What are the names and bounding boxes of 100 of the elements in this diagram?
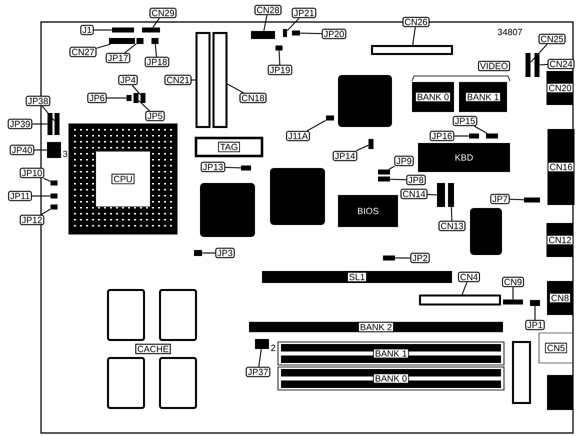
jumper-block (378, 170, 390, 174)
jumper-block (48, 113, 52, 135)
callout-label: CN14 (400, 188, 428, 200)
jumper-block (448, 183, 454, 207)
callout-label: JP21 (292, 8, 316, 18)
callout-label: JP10 (20, 168, 44, 178)
jumper-block (486, 134, 498, 138)
callout-label: JP2 (410, 252, 430, 264)
callout-label: CN21 (164, 74, 192, 86)
port-connector: CN16 (547, 129, 575, 205)
leader-line (202, 252, 216, 254)
jumper-block (134, 93, 138, 103)
leader-line (154, 44, 157, 58)
callout-label: CN26 (402, 16, 430, 28)
callout-label: J11A (286, 130, 310, 142)
jumper-block (152, 38, 158, 44)
leader-line (132, 84, 141, 96)
leader-line (356, 144, 369, 152)
callout-label: JP13 (200, 162, 226, 172)
port-connector: CN20 (546, 71, 574, 105)
jumper-block (50, 204, 58, 210)
leader-line (152, 18, 160, 28)
callout-label: CN28 (254, 4, 282, 16)
jumper-block (292, 30, 300, 36)
jumper-block (112, 28, 134, 32)
callout-label: JP37 (246, 366, 270, 378)
leader-line (263, 14, 268, 32)
leader-line (300, 32, 322, 34)
leader-line (40, 208, 51, 216)
callout-label: CN24 (548, 58, 574, 70)
jumper-block (142, 28, 160, 32)
leader-line (539, 64, 548, 66)
jumper-block (50, 180, 58, 186)
jumper-block (194, 250, 202, 256)
leader-line (278, 50, 280, 66)
callout-label: CN9 (502, 276, 524, 288)
port-connector: CN5 (538, 332, 574, 364)
jumper-block (530, 300, 540, 306)
leader-line (286, 18, 300, 32)
chip: BIOS (338, 195, 398, 227)
jumper-block (126, 95, 132, 101)
chip: TAG (194, 136, 264, 158)
leader-line (427, 194, 438, 196)
jumper-block (255, 339, 269, 349)
edge-connector (512, 341, 531, 404)
jumper-block (140, 93, 146, 103)
leader-line (530, 44, 548, 63)
memory-module-slots: BANK 1 (278, 342, 504, 366)
leader-line (388, 166, 396, 170)
jumper-block (383, 256, 395, 260)
callout-label: JP38 (26, 96, 50, 106)
leader-line (462, 282, 468, 295)
jumper-block (326, 116, 334, 120)
expansion-slot: BANK 2 (249, 322, 503, 332)
leader-line (258, 348, 262, 368)
leader-line (138, 100, 150, 112)
callout-label: JP20 (322, 28, 346, 40)
leader-line (124, 43, 137, 54)
callout-label: JP12 (20, 214, 44, 226)
jumper-block (47, 142, 61, 158)
callout-label: J1 (80, 24, 94, 36)
callout-label: CN29 (150, 8, 176, 18)
leader-line (412, 26, 416, 46)
leader-line (227, 84, 244, 94)
leader-line (509, 198, 524, 200)
pin-header (196, 32, 210, 128)
jumper-block (276, 46, 282, 50)
callout-label: CN13 (438, 220, 466, 232)
pin-header (419, 294, 501, 306)
port-connector: CN12 (546, 223, 574, 257)
chip: KBD (418, 143, 510, 172)
jumper-block (524, 198, 540, 202)
callout-label: CN27 (70, 46, 96, 58)
callout-label: JP1 (525, 320, 545, 330)
leader-line (450, 206, 452, 222)
jumper-block (503, 300, 523, 304)
callout-label: JP6 (87, 92, 107, 104)
jumper-block (534, 53, 540, 77)
port-connector: CN8 (547, 281, 573, 315)
jumper-block (251, 31, 275, 39)
callout-label: JP18 (144, 56, 170, 68)
jumper-block (54, 113, 60, 135)
callout-label: JP14 (332, 150, 358, 162)
section-label: CACHE (135, 344, 171, 354)
leader-line (390, 178, 407, 180)
callout-label: JP9 (394, 156, 414, 166)
callout-label: CN25 (538, 34, 566, 44)
callout-label: CN18 (240, 92, 266, 104)
callout-label: JP17 (106, 52, 130, 64)
jumper-block (437, 183, 445, 207)
callout-label: JP7 (490, 194, 510, 204)
callout-label: CN4 (458, 272, 480, 282)
callout-label: JP39 (8, 118, 32, 130)
callout-label: JP8 (406, 174, 426, 186)
jumper-block (526, 53, 530, 77)
jumper-block (547, 375, 573, 410)
jumper-block (368, 139, 374, 149)
jumper-block (136, 38, 144, 44)
leader-line (224, 166, 242, 168)
jumper-block (50, 194, 58, 198)
